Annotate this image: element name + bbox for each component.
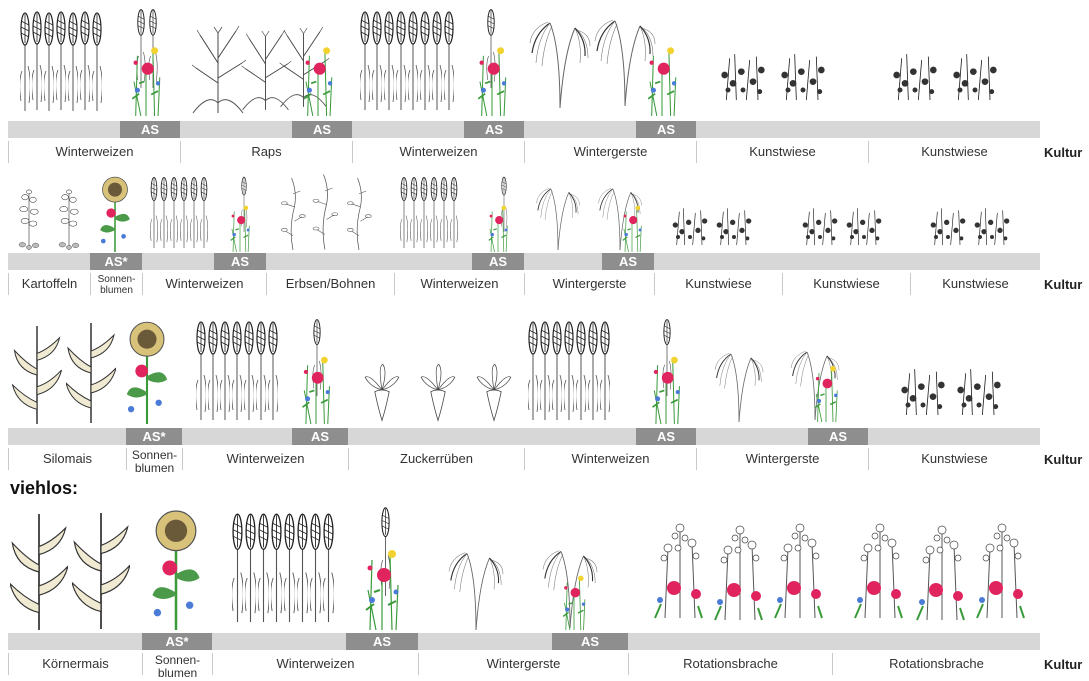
- crop-label: Sonnen- blumen: [142, 653, 212, 675]
- crop-label: Wintergerste: [524, 141, 696, 163]
- wildflower-strip-icon: [132, 47, 160, 116]
- as-marker: AS: [552, 633, 628, 650]
- kultur-label: Kultur: [1044, 657, 1082, 672]
- crop-label: Winterweizen: [142, 273, 266, 295]
- crop-label: Kartoffeln: [8, 273, 90, 295]
- crop-label: Silomais: [8, 448, 126, 470]
- wildflower-strip-icon: [303, 357, 330, 424]
- crop-label: Winterweizen: [352, 141, 524, 163]
- wildflower-strip-icon: [489, 206, 508, 252]
- row-4-bar: AS* AS AS: [8, 633, 1040, 650]
- crop-label: Winterweizen: [182, 448, 348, 470]
- row-2-plants: [0, 170, 1040, 252]
- crop-label: Kunstwiese: [868, 141, 1040, 163]
- sugar-beet-icon: [365, 364, 511, 420]
- rotation-row-1: AS AS AS AS Winterweizen Raps Winterweiz…: [0, 0, 1089, 165]
- row-4-plants: [0, 500, 1040, 632]
- maize-icon: [10, 513, 130, 630]
- crop-label: Winterweizen: [394, 273, 524, 295]
- as-marker: AS: [808, 428, 868, 445]
- as-marker: AS: [472, 253, 524, 270]
- potato-icon: [19, 190, 79, 250]
- barley-icon: [530, 20, 655, 108]
- row-1-illustration: [0, 0, 1040, 120]
- row-3-labels: Silomais Sonnen- blumen Winterweizen Zuc…: [8, 448, 1040, 476]
- wildflower-strip-icon: [304, 47, 332, 116]
- crop-label: Wintergerste: [696, 448, 868, 470]
- crop-label: Winterweizen: [212, 653, 418, 675]
- wheat-icon: [196, 320, 321, 420]
- row-4-illustration: [0, 500, 1040, 632]
- crop-label: Wintergerste: [418, 653, 628, 675]
- row-1-labels: Winterweizen Raps Winterweizen Winterger…: [8, 141, 1040, 163]
- row-2-bar: AS* AS AS AS: [8, 253, 1040, 270]
- as-marker: AS: [464, 121, 524, 138]
- as-marker: AS*: [126, 428, 182, 445]
- row-3-bar: AS* AS AS AS: [8, 428, 1040, 445]
- kultur-label: Kultur: [1044, 452, 1082, 467]
- crop-label: Rotationsbrache: [628, 653, 832, 675]
- viehlos-heading: viehlos:: [10, 478, 78, 499]
- crop-label: Winterweizen: [524, 448, 696, 470]
- kultur-label: Kultur: [1044, 277, 1082, 292]
- clover-grass-icon: [673, 208, 1010, 245]
- rotation-row-2: AS* AS AS AS Kartoffeln Sonnen- blumen W…: [0, 170, 1089, 310]
- wheat-icon: [400, 177, 507, 248]
- crop-label: Kunstwiese: [696, 141, 868, 163]
- kultur-label: Kultur: [1044, 145, 1082, 160]
- crop-label: Kunstwiese: [910, 273, 1040, 295]
- wildflower-strip-icon: [563, 576, 585, 630]
- as-marker: AS: [602, 253, 654, 270]
- crop-label: Sonnen- blumen: [90, 273, 142, 295]
- as-marker: AS: [214, 253, 266, 270]
- row-3-plants: [0, 312, 1040, 426]
- wildflower-strip-icon: [648, 47, 676, 116]
- rotation-row-4: AS* AS AS Körnermais Sonnen- blumen Wint…: [0, 500, 1089, 681]
- wildflower-strip-icon: [478, 47, 506, 116]
- crop-label: Kunstwiese: [868, 448, 1040, 470]
- crop-label: Kunstwiese: [782, 273, 910, 295]
- wheat-icon: [528, 320, 671, 420]
- as-marker: AS*: [90, 253, 142, 270]
- rotation-row-3: AS* AS AS AS Silomais Sonnen- blumen Win…: [0, 312, 1089, 480]
- crop-label: Erbsen/Bohnen: [266, 273, 394, 295]
- row-4-labels: Körnermais Sonnen- blumen Winterweizen W…: [8, 653, 1040, 681]
- sunflower-icon: [152, 511, 199, 630]
- as-marker: AS: [120, 121, 180, 138]
- wheat-icon: [150, 177, 247, 248]
- crop-label: Raps: [180, 141, 352, 163]
- crop-label: Wintergerste: [524, 273, 654, 295]
- as-marker: AS: [292, 121, 352, 138]
- crop-label: Körnermais: [8, 653, 142, 675]
- row-2-illustration: [0, 170, 1040, 252]
- clover-grass-icon: [721, 54, 996, 100]
- crop-label: Sonnen- blumen: [126, 448, 182, 470]
- crop-label: Rotationsbrache: [832, 653, 1040, 675]
- row-3-illustration: [0, 312, 1040, 426]
- crop-label: Kunstwiese: [654, 273, 782, 295]
- barley-icon: [715, 351, 839, 422]
- fallow-flower-icon: [655, 524, 1024, 620]
- wildflower-strip-icon: [623, 206, 642, 252]
- pea-bean-icon: [281, 175, 371, 251]
- wildflower-strip-icon: [653, 357, 680, 424]
- clover-grass-icon: [901, 369, 1000, 415]
- row-1-bar: AS AS AS AS: [8, 121, 1040, 138]
- sunflower-icon: [100, 177, 130, 252]
- wildflower-strip-icon: [815, 366, 838, 422]
- as-marker: AS: [292, 428, 348, 445]
- maize-icon: [13, 323, 117, 424]
- as-marker: AS*: [142, 633, 212, 650]
- row-1-plants: [0, 0, 1040, 120]
- sunflower-icon: [127, 322, 167, 424]
- as-marker: AS: [346, 633, 418, 650]
- row-2-labels: Kartoffeln Sonnen- blumen Winterweizen E…: [8, 273, 1040, 299]
- wheat-icon: [360, 10, 496, 110]
- as-marker: AS: [636, 121, 696, 138]
- crop-label: Winterweizen: [8, 141, 180, 163]
- as-marker: AS: [636, 428, 696, 445]
- crop-label: Zuckerrüben: [348, 448, 524, 470]
- wheat-icon: [232, 508, 391, 622]
